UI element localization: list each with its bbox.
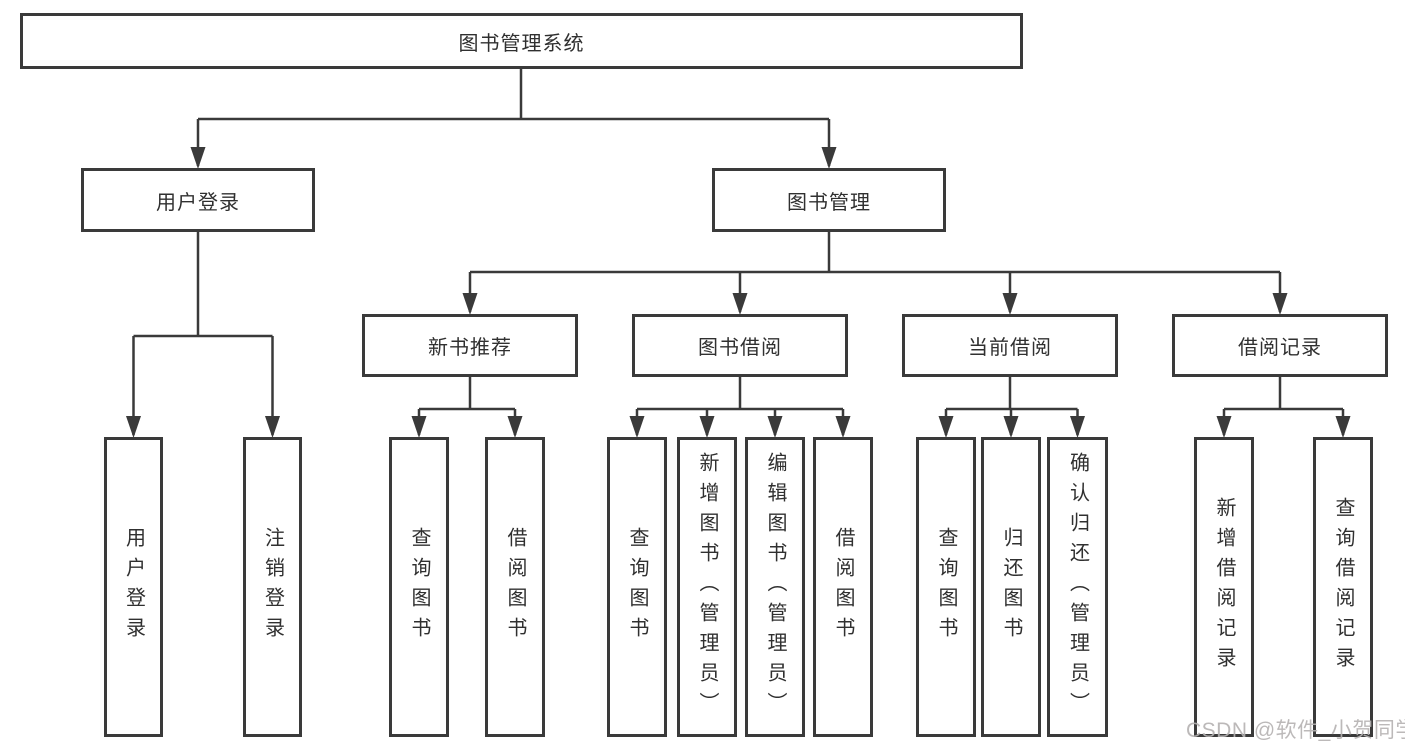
node-leaf-logout: 注销登录 bbox=[243, 437, 302, 737]
node-leaf-borrow-books-1: 借阅图书 bbox=[485, 437, 545, 737]
node-label: 当前借阅 bbox=[968, 337, 1052, 359]
node-label: 新增借阅记录 bbox=[1213, 497, 1235, 677]
arrowhead-icon bbox=[821, 147, 837, 169]
arrowheads bbox=[126, 147, 1351, 438]
node-label: 注销登录 bbox=[261, 527, 284, 647]
node-leaf-confirm-return-admin: 确认归还（管理员） bbox=[1047, 437, 1108, 737]
node-book-borrowing: 图书借阅 bbox=[632, 314, 848, 377]
node-library-management-system: 图书管理系统 bbox=[20, 13, 1023, 69]
node-leaf-edit-books-admin: 编辑图书（管理员） bbox=[745, 437, 805, 737]
arrowhead-icon bbox=[629, 416, 645, 438]
node-new-book-recommendation: 新书推荐 bbox=[362, 314, 578, 377]
node-label: 借阅记录 bbox=[1238, 337, 1322, 359]
arrowhead-icon bbox=[462, 293, 478, 315]
arrowhead-icon bbox=[835, 416, 851, 438]
node-book-management: 图书管理 bbox=[712, 168, 946, 232]
node-label: 新增图书（管理员） bbox=[696, 452, 718, 722]
arrowhead-icon bbox=[1216, 416, 1232, 438]
node-leaf-search-books-1: 查询图书 bbox=[389, 437, 449, 737]
node-leaf-search-books-2: 查询图书 bbox=[607, 437, 667, 737]
node-label: 借阅图书 bbox=[832, 527, 854, 647]
node-user-login: 用户登录 bbox=[81, 168, 315, 232]
arrowhead-icon bbox=[938, 416, 954, 438]
node-label: 图书管理 bbox=[787, 191, 871, 214]
node-leaf-user-login: 用户登录 bbox=[104, 437, 163, 737]
node-current-borrowing: 当前借阅 bbox=[902, 314, 1118, 377]
node-leaf-add-borrow-record: 新增借阅记录 bbox=[1194, 437, 1254, 737]
node-label: 查询图书 bbox=[408, 527, 430, 647]
node-label: 图书管理系统 bbox=[458, 32, 585, 55]
node-label: 用户登录 bbox=[122, 527, 145, 647]
arrowhead-icon bbox=[265, 416, 280, 438]
arrowhead-icon bbox=[126, 416, 141, 438]
node-label: 新书推荐 bbox=[428, 337, 512, 359]
connector-edges bbox=[132, 69, 1345, 435]
arrowhead-icon bbox=[411, 416, 427, 438]
csdn-watermark: CSDN @软件_小贺同学 bbox=[1186, 719, 1405, 742]
node-leaf-return-books: 归还图书 bbox=[981, 437, 1041, 737]
arrowhead-icon bbox=[732, 293, 748, 315]
node-label: 图书借阅 bbox=[698, 337, 782, 359]
node-leaf-borrow-books-2: 借阅图书 bbox=[813, 437, 873, 737]
node-leaf-search-borrow-record: 查询借阅记录 bbox=[1313, 437, 1373, 737]
node-label: 确认归还（管理员） bbox=[1066, 452, 1089, 722]
node-label: 借阅图书 bbox=[504, 527, 526, 647]
arrowhead-icon bbox=[190, 147, 206, 169]
node-label: 用户登录 bbox=[156, 191, 240, 214]
arrowhead-icon bbox=[507, 416, 523, 438]
node-leaf-search-books-3: 查询图书 bbox=[916, 437, 976, 737]
arrowhead-icon bbox=[1002, 293, 1018, 315]
node-leaf-add-books-admin: 新增图书（管理员） bbox=[677, 437, 737, 737]
arrowhead-icon bbox=[1272, 293, 1288, 315]
node-label: 编辑图书（管理员） bbox=[764, 452, 786, 722]
arrowhead-icon bbox=[1003, 416, 1019, 438]
node-label: 查询借阅记录 bbox=[1332, 497, 1354, 677]
arrowhead-icon bbox=[767, 416, 783, 438]
node-label: 查询图书 bbox=[626, 527, 648, 647]
node-borrowing-records: 借阅记录 bbox=[1172, 314, 1388, 377]
arrowhead-icon bbox=[1070, 416, 1085, 438]
node-label: 归还图书 bbox=[1000, 527, 1022, 647]
arrowhead-icon bbox=[699, 416, 715, 438]
arrowhead-icon bbox=[1335, 416, 1351, 438]
node-label: 查询图书 bbox=[935, 527, 957, 647]
